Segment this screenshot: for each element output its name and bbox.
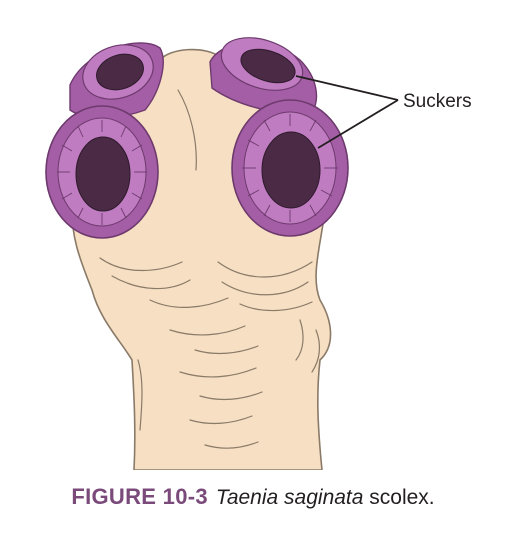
scolex-illustration: Suckers	[45, 37, 472, 470]
figure-caption: FIGURE 10-3 Taenia saginata scolex.	[0, 484, 506, 510]
suckers-label: Suckers	[403, 91, 472, 112]
caption-suffix: scolex.	[363, 486, 435, 509]
sucker-lower-left	[45, 105, 159, 239]
sucker-upper-left	[69, 42, 164, 119]
suckers-leader-lines	[295, 75, 399, 149]
sucker-lower-right	[231, 99, 349, 237]
figure-number: FIGURE 10-3	[71, 484, 208, 509]
body-wrinkles	[99, 89, 321, 449]
sucker-upper-right	[209, 37, 318, 115]
species-name: Taenia saginata	[215, 486, 364, 509]
